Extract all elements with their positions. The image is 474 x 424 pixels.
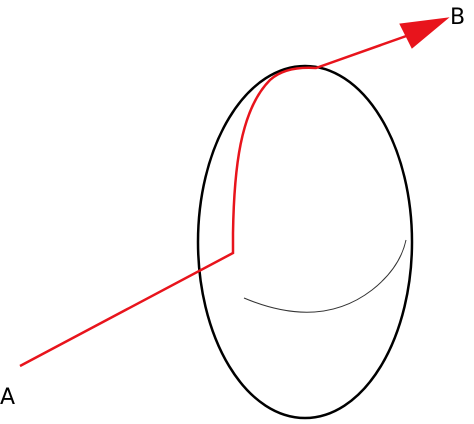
red-path <box>19 32 413 368</box>
label-a: A <box>0 385 15 410</box>
inner-curve <box>243 239 407 313</box>
egg-outline <box>196 64 414 420</box>
arrowhead-icon <box>399 17 450 49</box>
label-b: B <box>450 5 465 30</box>
